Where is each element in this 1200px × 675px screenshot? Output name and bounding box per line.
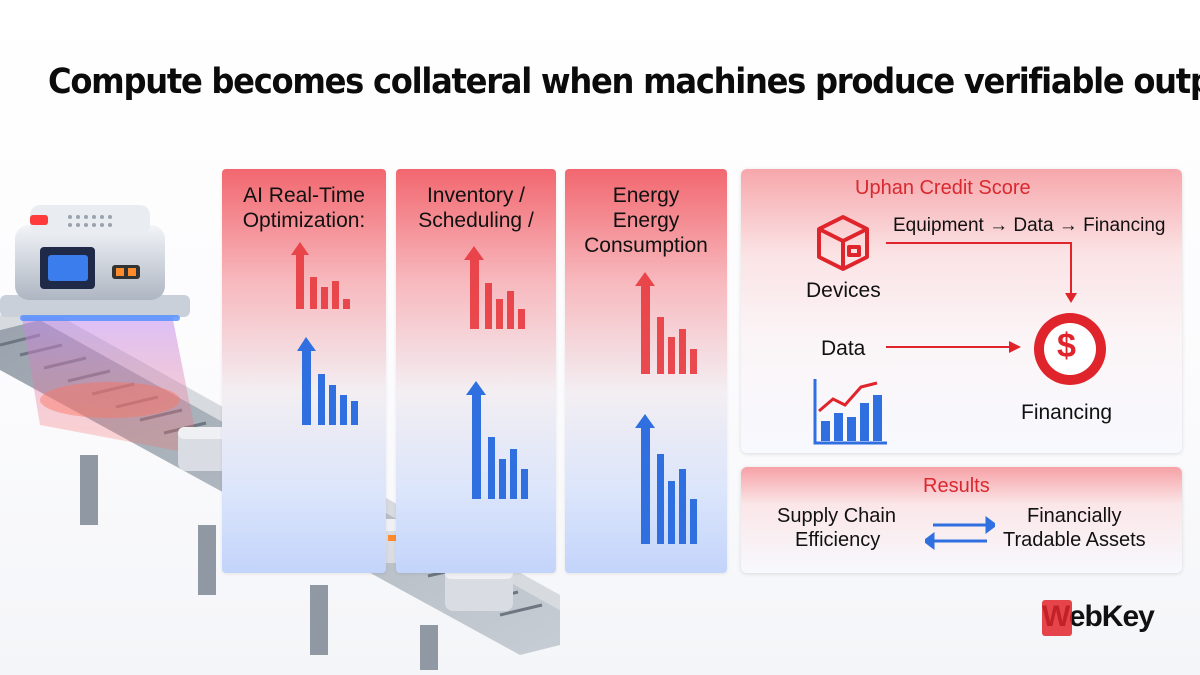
tradable-assets-line1: Financially <box>1027 505 1122 527</box>
financing-label: Financing <box>1021 401 1113 424</box>
tradable-assets-line2: Tradable Assets <box>1003 529 1146 551</box>
supply-chain-line1: Supply Chain <box>777 505 896 527</box>
logo-w-mark <box>1042 600 1072 636</box>
results-panel: Results Supply Chain Efficiency Financia… <box>741 467 1182 573</box>
device-cube-icon <box>817 215 869 271</box>
panel-inventory-scheduling-graphic <box>464 246 528 499</box>
exchange-arrows-icon <box>925 516 995 550</box>
dollar-coin-icon <box>1034 313 1106 385</box>
panel-energy-consumption: Energy Energy Consumption <box>565 169 727 573</box>
panel-energy-consumption-title: Energy Energy Consumption <box>584 184 708 257</box>
results-title: Results <box>923 475 990 497</box>
panel-inventory-scheduling: Inventory / Scheduling / <box>396 169 556 573</box>
panel-ai-optimization-graphic <box>291 242 358 425</box>
data-label: Data <box>821 337 866 360</box>
flow-label: Equipment → Data → Financing <box>893 215 1166 236</box>
flow-arrows <box>886 242 1077 353</box>
headline: Compute becomes collateral when machines… <box>48 62 1200 102</box>
currency-symbol: $ <box>1057 327 1076 365</box>
credit-score-panel: Uphan Credit Score Equipment → Data → Fi… <box>741 169 1182 453</box>
panel-energy-consumption-graphic <box>635 272 697 544</box>
devices-label: Devices <box>806 279 881 302</box>
panel-ai-optimization: AI Real-Time Optimization: <box>222 169 386 573</box>
panel-ai-optimization-title: AI Real-Time Optimization: <box>242 184 366 232</box>
bar-chart-icon <box>813 379 887 445</box>
panel-inventory-scheduling-title: Inventory / Scheduling / <box>418 184 534 232</box>
credit-score-title: Uphan Credit Score <box>855 177 1031 199</box>
supply-chain-line2: Efficiency <box>795 529 881 551</box>
